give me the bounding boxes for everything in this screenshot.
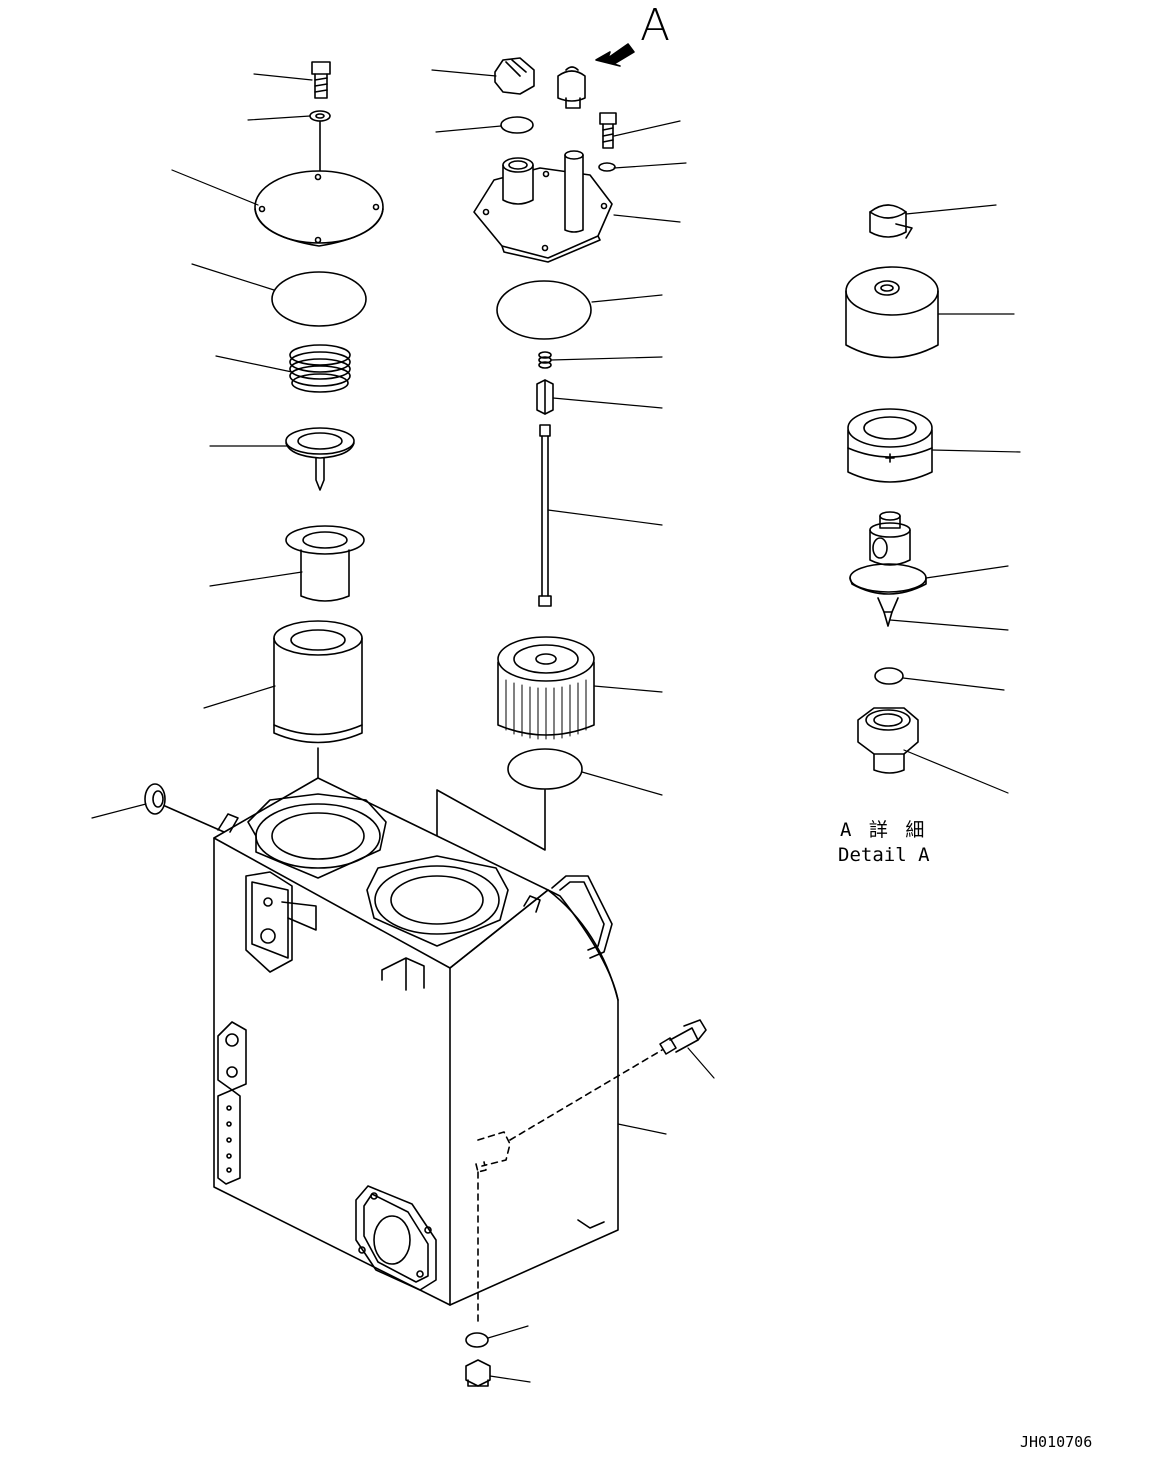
strainer-o-ring <box>508 749 582 789</box>
cover-gasket <box>272 272 366 326</box>
drawing-number: JH010706 <box>1020 1433 1093 1451</box>
leader-lines <box>92 70 1020 1382</box>
breather-valve <box>286 428 354 490</box>
detail-title-english: Detail A <box>838 844 930 866</box>
return-filter-element <box>274 621 362 743</box>
tank-cover-plate <box>255 171 383 246</box>
filler-cap <box>495 58 534 94</box>
view-label: A <box>640 0 671 51</box>
hex-nut <box>537 380 553 414</box>
drain-bolt <box>660 1020 706 1054</box>
drain-o-ring <box>466 1333 488 1347</box>
detail-adapter <box>858 708 918 773</box>
filler-washer <box>599 163 615 171</box>
detail-title-japanese: A 詳 細 <box>840 819 928 841</box>
detail-filter <box>848 409 932 482</box>
drain-plug <box>466 1360 490 1386</box>
filler-o-ring <box>501 117 533 133</box>
detail-cap <box>870 205 912 238</box>
hidden-drain-boss <box>476 1050 662 1325</box>
detail-cap-body <box>846 267 938 358</box>
filler-bolt <box>600 113 616 148</box>
strainer-sleeve <box>286 526 364 601</box>
filler-gasket <box>497 281 591 339</box>
cover-bolt <box>312 62 330 98</box>
assembly-line <box>165 806 224 832</box>
cover-washer <box>310 111 330 121</box>
detail-valve-body <box>850 512 926 626</box>
assembly-line <box>437 790 545 860</box>
level-gauge <box>145 784 165 814</box>
detail-o-ring <box>875 668 903 684</box>
cap-adapter <box>558 67 585 108</box>
suction-strainer <box>498 637 594 739</box>
hydraulic-tank <box>214 778 618 1305</box>
view-arrow <box>596 44 634 66</box>
valve-spring <box>539 352 551 368</box>
suction-rod <box>539 425 551 606</box>
filler-cover-plate <box>474 151 612 262</box>
breather-spring <box>290 345 350 392</box>
